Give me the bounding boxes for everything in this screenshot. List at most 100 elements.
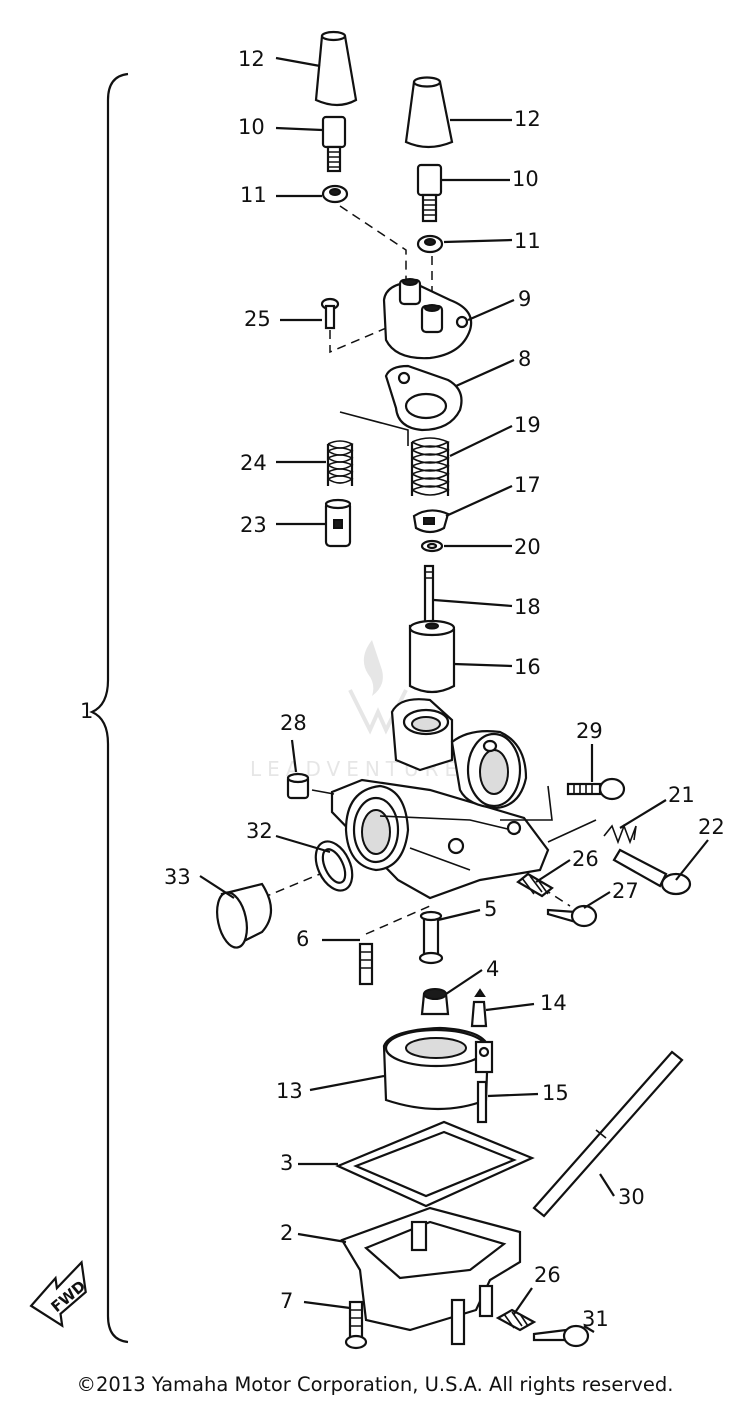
part-12-cap-right xyxy=(404,76,454,149)
leader-line-30 xyxy=(599,1173,615,1197)
centerline-6 xyxy=(365,904,431,935)
part-32-clamp xyxy=(314,840,354,892)
part-13-float xyxy=(382,1026,494,1111)
leader-line-5 xyxy=(437,908,481,922)
part-4-main-jet xyxy=(420,988,450,1016)
leader-line-18 xyxy=(433,598,513,608)
part-29-screw xyxy=(566,777,626,801)
leader-line-31 xyxy=(583,1325,595,1333)
callout-label-12b: 12 xyxy=(514,107,541,131)
fwd-arrow-icon: FWD xyxy=(29,1260,89,1328)
leader-28-body xyxy=(311,789,335,795)
part-21-spring xyxy=(603,823,637,845)
callout-label-23: 23 xyxy=(240,513,267,537)
part-22-pilot-screw xyxy=(612,848,692,896)
part-9-top-cover xyxy=(382,278,473,360)
callout-label-19: 19 xyxy=(514,413,541,437)
callout-label-10a: 10 xyxy=(238,115,265,139)
leader-line-2 xyxy=(297,1232,347,1244)
callout-label-15: 15 xyxy=(542,1081,569,1105)
leader-line-26a xyxy=(535,859,571,883)
callout-label-28: 28 xyxy=(280,711,307,735)
leader-line-10a xyxy=(275,126,323,132)
centerline-25 xyxy=(329,319,406,354)
callout-label-2: 2 xyxy=(280,1221,293,1245)
callout-label-4: 4 xyxy=(486,957,499,981)
part-25-screw xyxy=(320,297,340,330)
callout-label-3: 3 xyxy=(280,1151,293,1175)
leader-21-body xyxy=(547,819,597,843)
leader-line-8 xyxy=(455,358,515,388)
centerline-33 xyxy=(261,873,321,899)
leader-line-22 xyxy=(675,839,709,881)
callout-label-31: 31 xyxy=(582,1307,609,1331)
leader-29-body xyxy=(500,785,553,821)
callout-label-11a: 11 xyxy=(240,183,267,207)
callout-label-25: 25 xyxy=(244,307,271,331)
callout-label-24: 24 xyxy=(240,451,267,475)
part-17-retainer xyxy=(412,509,450,534)
callout-label-12a: 12 xyxy=(238,47,265,71)
callout-label-29: 29 xyxy=(576,719,603,743)
part-10-adjuster-right xyxy=(416,163,443,223)
callout-label-5: 5 xyxy=(484,897,497,921)
leader-line-13 xyxy=(309,1074,385,1092)
leader-line-32 xyxy=(275,834,331,854)
part-5-needle-jet xyxy=(418,910,444,965)
part-31-screw xyxy=(532,1324,590,1348)
callout-label-8: 8 xyxy=(518,347,531,371)
assembly-bracket xyxy=(89,72,129,1344)
leader-line-28 xyxy=(290,739,298,773)
callout-label-26b: 26 xyxy=(534,1263,561,1287)
leader-line-11b xyxy=(443,238,513,244)
part-26-spring-upper xyxy=(516,872,554,898)
callout-label-7: 7 xyxy=(280,1289,293,1313)
centerline-24-19 xyxy=(339,411,409,446)
leader-line-33 xyxy=(199,875,235,899)
part-12-cap-left xyxy=(314,30,358,107)
leader-line-17 xyxy=(445,484,513,518)
leader-line-27 xyxy=(583,891,611,909)
callout-label-14: 14 xyxy=(540,991,567,1015)
part-2-float-bowl xyxy=(340,1206,522,1346)
leader-line-21 xyxy=(619,799,667,829)
part-14-float-needle xyxy=(470,988,488,1028)
leader-line-19 xyxy=(449,425,513,457)
leader-line-15 xyxy=(487,1092,539,1098)
part-6-pilot-jet xyxy=(358,942,374,986)
callout-label-33: 33 xyxy=(164,865,191,889)
part-8-gasket xyxy=(384,364,463,432)
callout-label-6: 6 xyxy=(296,927,309,951)
part-20-clip xyxy=(420,539,444,553)
callout-label-30: 30 xyxy=(618,1185,645,1209)
part-16-throttle-valve xyxy=(408,619,456,694)
copyright-notice: ©2013 Yamaha Motor Corporation, U.S.A. A… xyxy=(76,1373,674,1396)
callout-label-10b: 10 xyxy=(512,167,539,191)
callout-label-1: 1 xyxy=(80,699,93,723)
centerline-upper-left xyxy=(339,205,407,280)
callout-label-20: 20 xyxy=(514,535,541,559)
part-11-locknut-right xyxy=(416,234,444,254)
part-23-holder xyxy=(324,498,352,548)
part-10-adjuster-left xyxy=(321,115,347,173)
part-28-cap xyxy=(286,772,310,800)
callout-label-22: 22 xyxy=(698,815,725,839)
callout-label-9: 9 xyxy=(518,287,531,311)
callout-label-18: 18 xyxy=(514,595,541,619)
callout-label-21: 21 xyxy=(668,783,695,807)
part-24-spring xyxy=(326,440,354,486)
part-33-cap xyxy=(216,882,273,949)
part-15-pin xyxy=(476,1080,488,1124)
leader-line-4 xyxy=(445,969,483,995)
callout-label-27: 27 xyxy=(612,879,639,903)
callout-label-11b: 11 xyxy=(514,229,541,253)
carburetor-body xyxy=(330,698,550,900)
part-7-drain-screw xyxy=(344,1300,368,1350)
part-11-locknut-left xyxy=(321,184,349,204)
callout-label-17: 17 xyxy=(514,473,541,497)
part-30-drain-tube xyxy=(532,1050,684,1218)
part-27-screw xyxy=(546,904,598,928)
